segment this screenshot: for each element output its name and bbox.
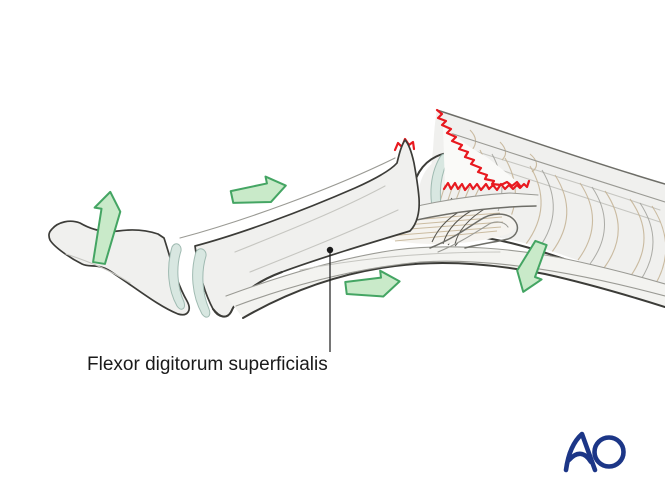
fracture-bed bbox=[443, 126, 523, 187]
proximal-phalanx-body bbox=[429, 110, 665, 296]
fracture-lines bbox=[393, 108, 531, 192]
force-arrow-down bbox=[516, 239, 548, 293]
ao-logo-letter-a-bar bbox=[566, 451, 594, 465]
force-arrow-up bbox=[92, 190, 122, 265]
ao-logo bbox=[563, 431, 626, 473]
dip-cartilage-distal bbox=[168, 243, 185, 310]
force-arrow-right-dorsal bbox=[229, 175, 287, 204]
fracture-line-avulsion bbox=[393, 137, 416, 152]
dip-cartilage-middle bbox=[192, 248, 211, 318]
fds-slip-loop bbox=[429, 213, 519, 253]
fds-label: Flexor digitorum superficialis bbox=[87, 354, 328, 375]
ao-logo-letter-o bbox=[592, 435, 626, 469]
force-arrows bbox=[92, 175, 548, 298]
fracture-line-lower bbox=[442, 179, 531, 192]
middle-phalanx bbox=[179, 139, 421, 318]
fds-tendon bbox=[225, 213, 665, 319]
distal-phalanx bbox=[48, 220, 211, 318]
force-arrow-right-fds bbox=[344, 269, 401, 298]
middle-phalanx-volar-outline bbox=[212, 271, 283, 318]
annotation: Flexor digitorum superficialis bbox=[87, 246, 334, 375]
fragment-dorsal-edge bbox=[436, 109, 665, 185]
fds-tendon-lower-edge bbox=[242, 261, 665, 319]
fragment-inner-edge bbox=[446, 131, 665, 203]
fds-tendon-ribbon bbox=[226, 246, 665, 318]
extensor-band-line bbox=[179, 157, 396, 239]
ao-logo-letter-a bbox=[563, 431, 598, 473]
